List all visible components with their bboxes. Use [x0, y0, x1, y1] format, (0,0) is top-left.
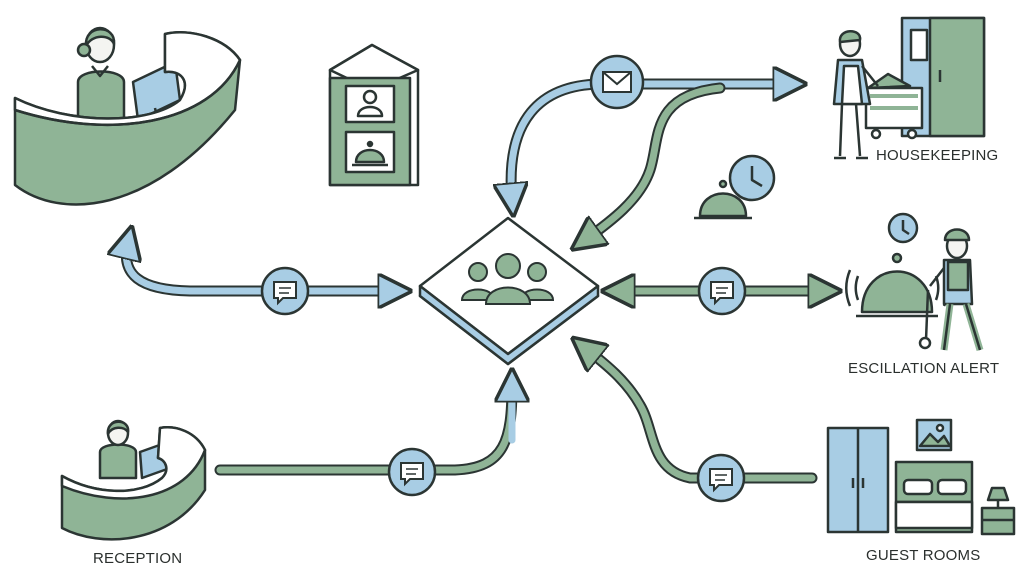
chat-bubble-icon: [696, 453, 746, 503]
team-group-icon: [460, 253, 555, 305]
receptionist-figure: [76, 26, 126, 127]
envelope-icon: [589, 54, 645, 110]
label-escalation-alert: ESCILLATION ALERT: [848, 360, 1000, 377]
arrow-hub-to-housekeeping: [511, 84, 790, 200]
front-desk-illustration: [13, 26, 242, 206]
chat-bubble-icon: [260, 266, 310, 316]
arrow-desk-to-hub: [126, 242, 395, 291]
chat-bubble-icon: [387, 447, 437, 497]
central-hub: [418, 216, 600, 366]
arrow-reception-to-hub: [214, 385, 512, 476]
chat-bubble-icon: [697, 266, 747, 316]
picture-frame-icon: [915, 418, 953, 452]
arrow-guestrooms-to-hub: [585, 348, 818, 484]
escalation-illustration: [845, 212, 984, 352]
label-reception: RECEPTION: [93, 550, 183, 567]
service-bell-icon: [352, 140, 388, 167]
clock-icon: [728, 154, 776, 202]
nightstand-lamp-icon: [980, 486, 1016, 536]
wardrobe-icon: [826, 426, 890, 534]
guest-rooms-illustration: [826, 418, 1016, 536]
reception-illustration: [60, 419, 207, 541]
maintenance-worker-icon: [918, 228, 984, 352]
arrow-housekeeping-to-hub: [585, 82, 726, 240]
flow-arrows: [126, 82, 825, 484]
clock-icon: [887, 212, 919, 244]
receptionist-figure: [98, 419, 138, 480]
laundry-cart-icon: [864, 72, 924, 140]
housekeeper-icon: [832, 30, 879, 160]
bed-icon: [894, 460, 974, 534]
service-bell-icon: [845, 252, 949, 318]
reception-desk-icon: [13, 31, 242, 206]
staff-kiosk-icon: [328, 43, 420, 187]
label-guest-rooms: GUEST ROOMS: [866, 547, 981, 564]
service-bell-icon: [694, 179, 752, 220]
label-housekeeping: HOUSEKEEPING: [876, 147, 999, 164]
housekeeping-illustration: [832, 16, 986, 160]
notification-bell-clock: [694, 154, 776, 220]
reception-desk-icon: [60, 426, 207, 541]
